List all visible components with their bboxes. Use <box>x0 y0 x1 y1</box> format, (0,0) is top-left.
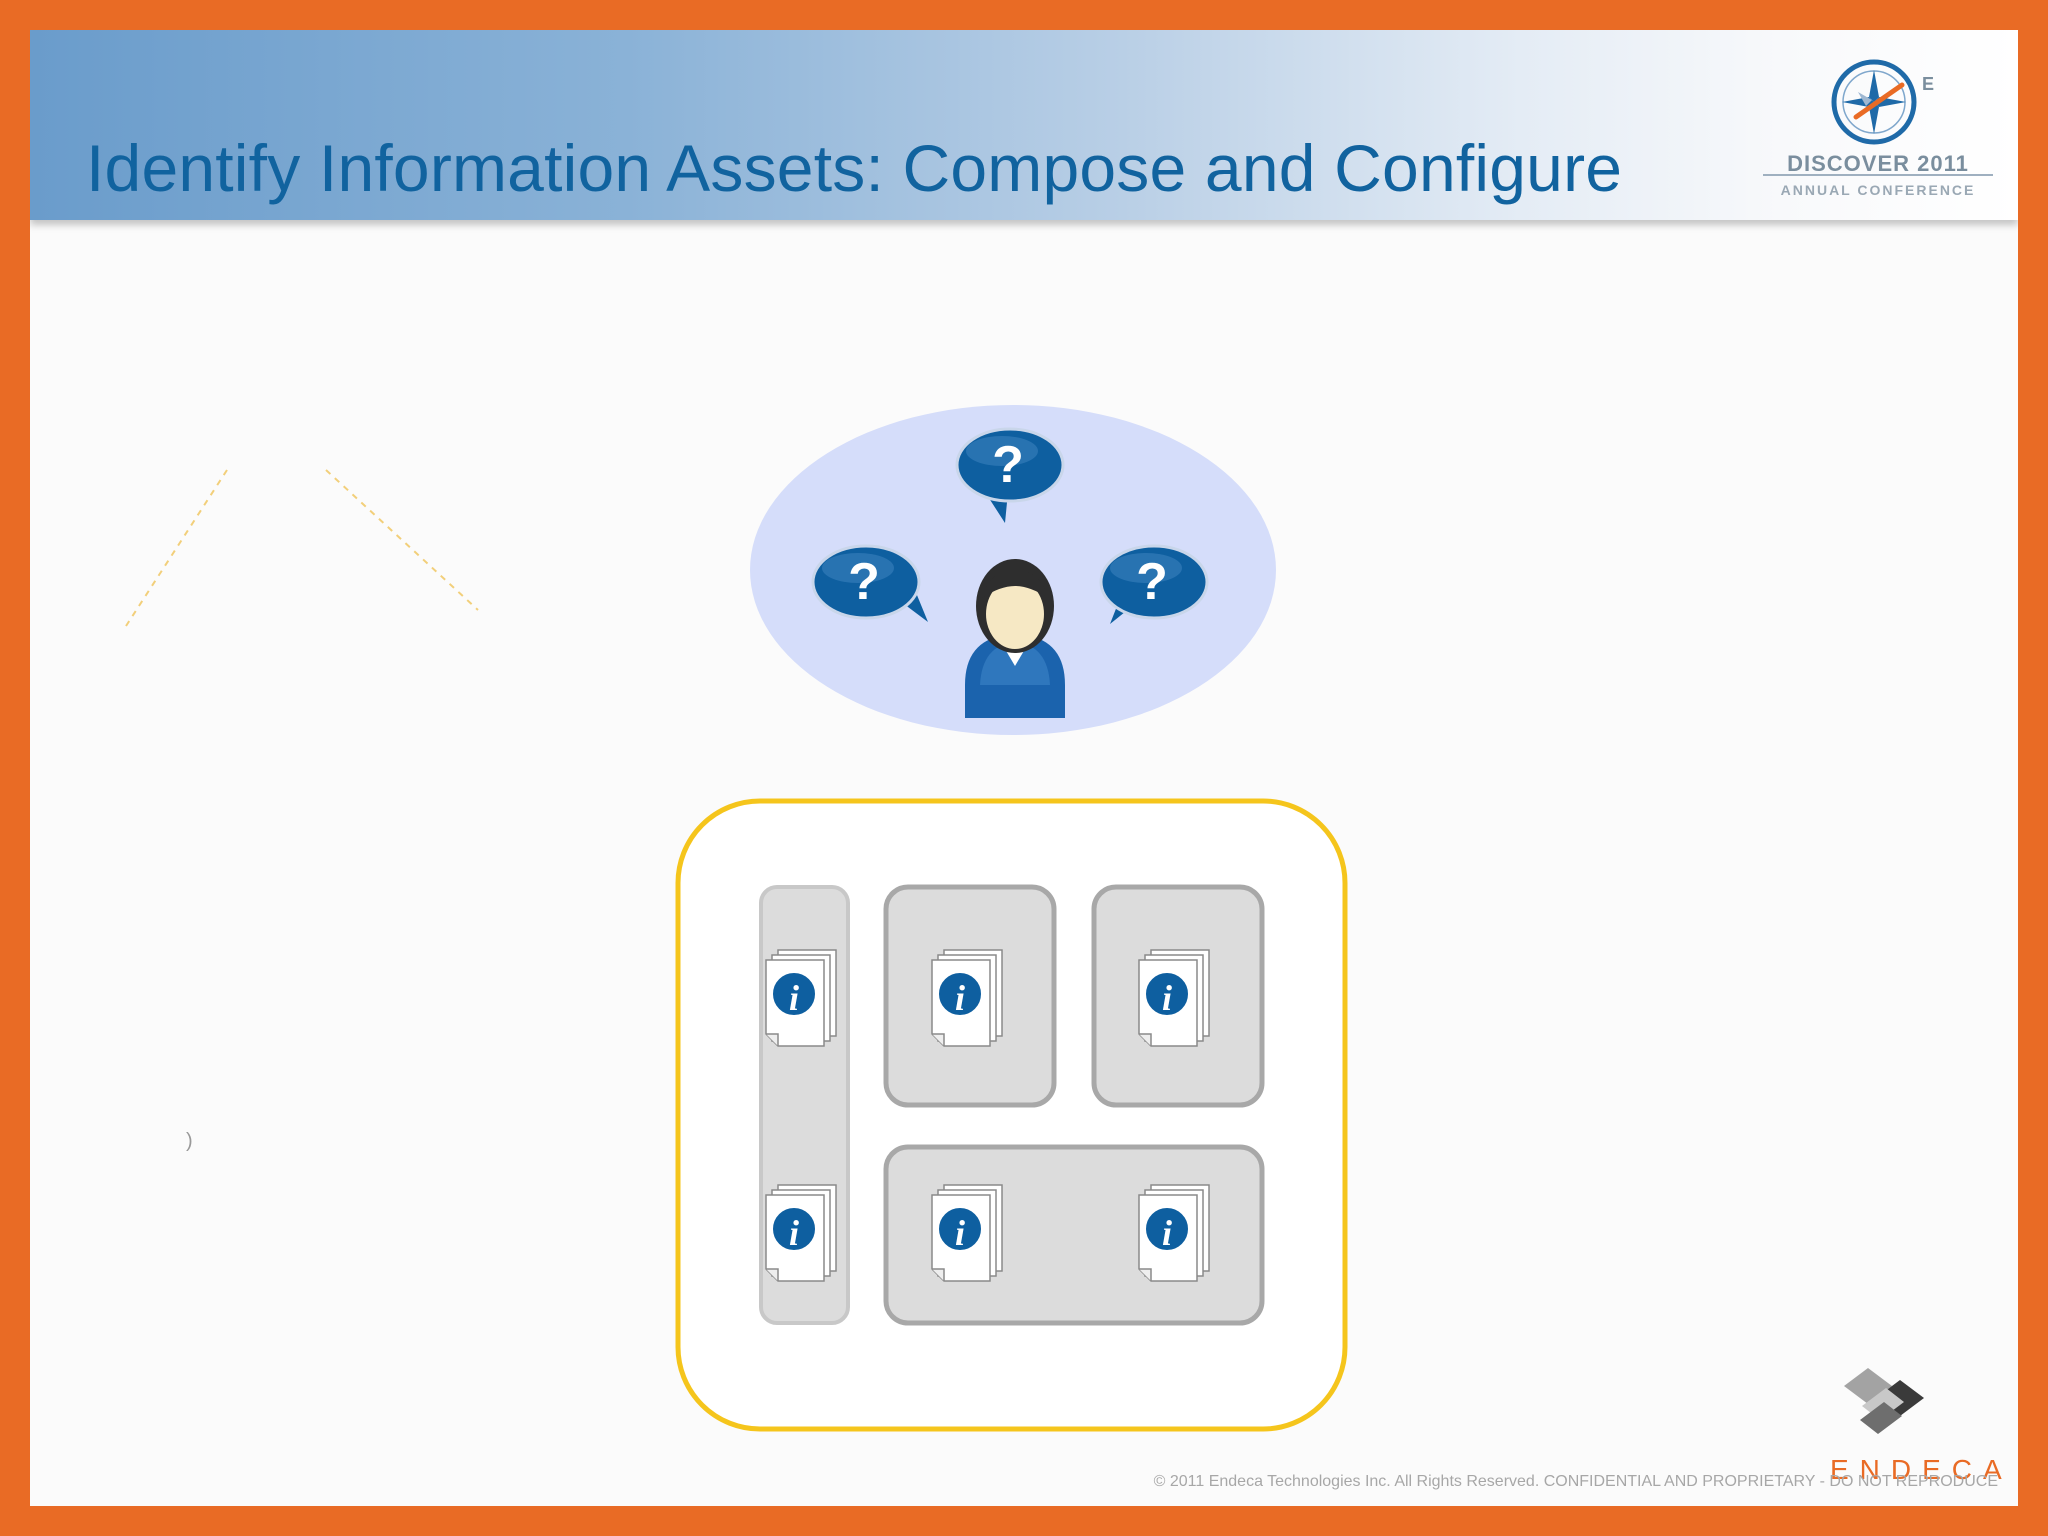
info-glyph: i <box>955 978 965 1018</box>
info-document-icon: i <box>765 949 837 1047</box>
info-document-icon: i <box>1138 949 1210 1047</box>
stray-mark: ) <box>186 1130 193 1152</box>
question-mark: ? <box>1136 553 1168 611</box>
copyright-footer: © 2011 Endeca Technologies Inc. All Righ… <box>1153 1473 1998 1490</box>
info-glyph: i <box>1162 1213 1172 1253</box>
diagram: ? ? ? i i <box>125 405 1348 1432</box>
dashed-guide-line <box>325 469 479 611</box>
info-glyph: i <box>789 978 799 1018</box>
info-glyph: i <box>955 1213 965 1253</box>
info-document-icon: i <box>765 1184 837 1282</box>
endeca-logo-icon <box>1844 1368 1924 1434</box>
compass-letter: E <box>1922 74 1934 94</box>
endeca-logo-text: ENDECA <box>1830 1454 2013 1485</box>
info-glyph: i <box>789 1213 799 1253</box>
info-document-icon: i <box>931 949 1003 1047</box>
conference-subtitle: ANNUAL CONFERENCE <box>1780 182 1976 198</box>
conference-name: DISCOVER 2011 <box>1787 151 1969 176</box>
logo-divider <box>1763 174 1993 176</box>
compass-icon: E <box>1831 59 1934 145</box>
slide: Identify Information Assets: Compose and… <box>30 30 2018 1506</box>
question-bubble: ? <box>955 427 1065 523</box>
header-banner: Identify Information Assets: Compose and… <box>30 30 2018 220</box>
info-document-icon: i <box>931 1184 1003 1282</box>
question-bubble: ? <box>811 544 928 622</box>
question-mark: ? <box>848 553 880 611</box>
question-bubble: ? <box>1099 544 1209 624</box>
info-glyph: i <box>1162 978 1172 1018</box>
info-document-icon: i <box>1138 1184 1210 1282</box>
dashed-guide-line <box>125 469 228 627</box>
user-icon <box>965 559 1065 718</box>
slide-title: Identify Information Assets: Compose and… <box>86 131 1623 205</box>
question-mark: ? <box>992 436 1024 494</box>
